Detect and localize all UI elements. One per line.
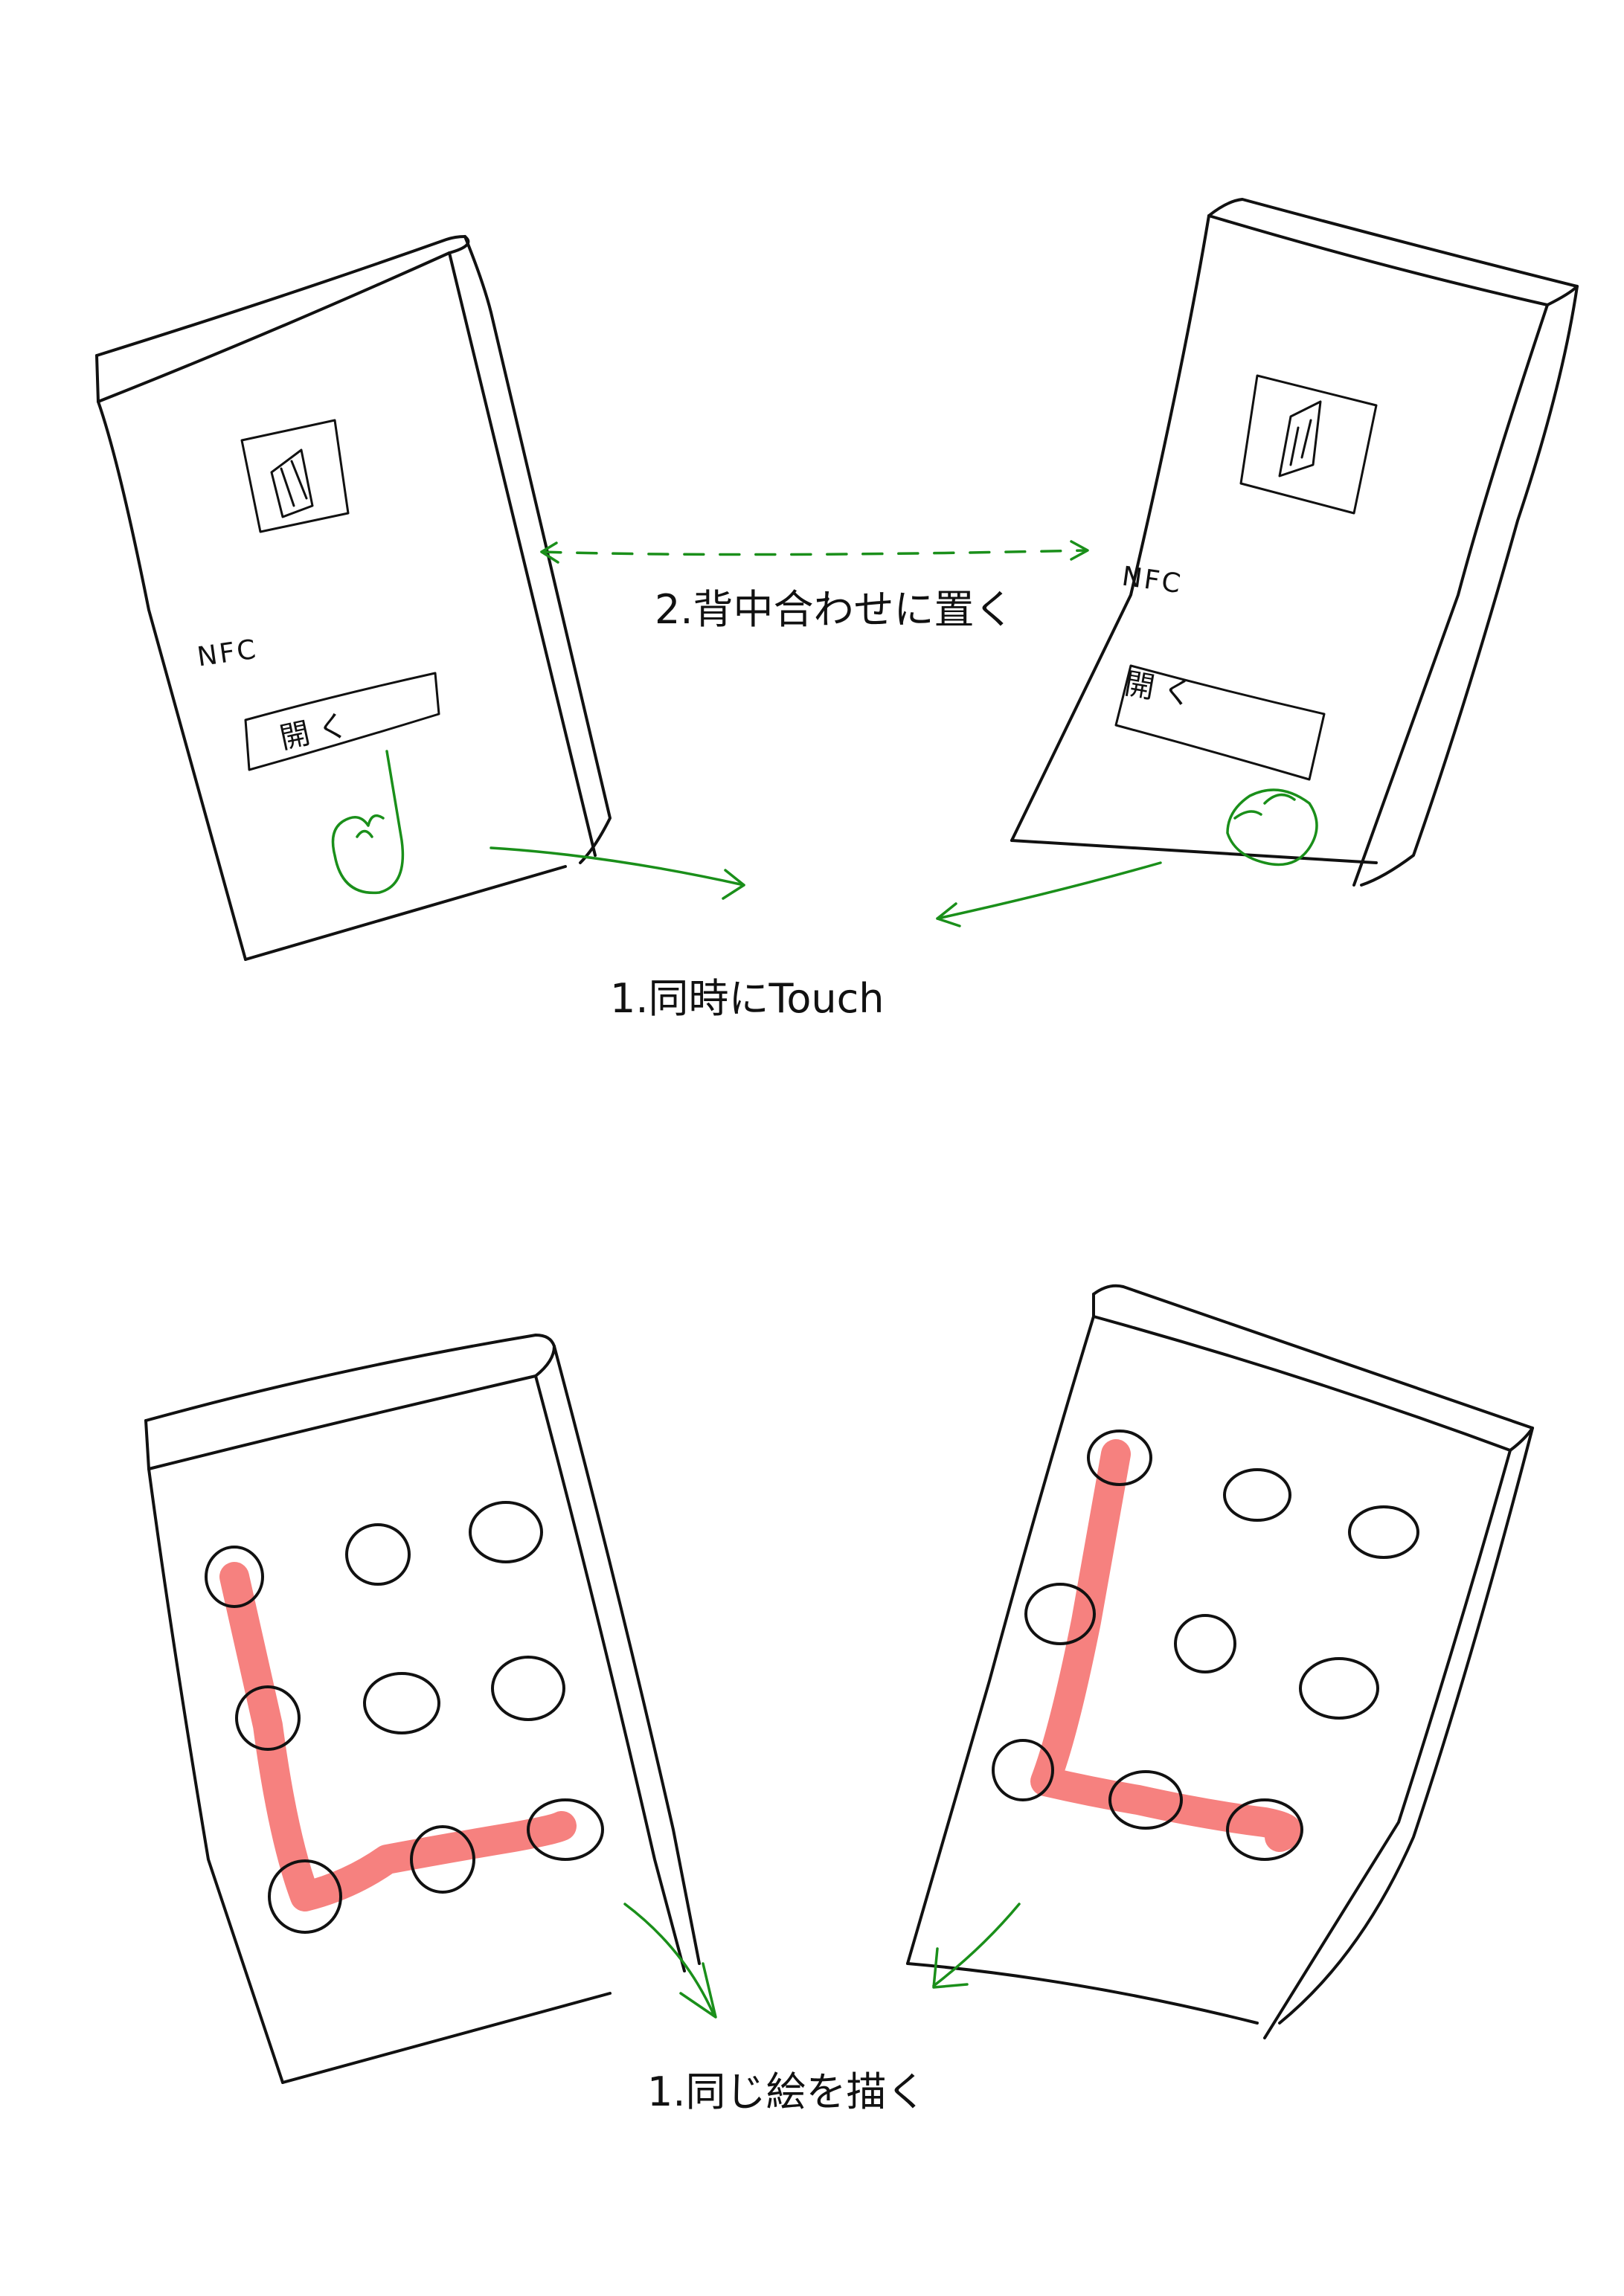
open-button-right-outline xyxy=(1114,664,1326,781)
nfc-box-right xyxy=(1239,374,1378,515)
pattern-dots-right xyxy=(992,1430,1419,1861)
pattern-path-left xyxy=(219,1562,577,1911)
back-to-back-arrow xyxy=(540,549,1088,556)
pattern-arrow-right xyxy=(932,1903,1021,1987)
back-to-back-caption: 2.背中合わせに置く xyxy=(655,586,1015,633)
top-left-phone xyxy=(95,235,612,961)
touch-arrow-left xyxy=(490,846,745,887)
hand-right-outline xyxy=(1226,788,1318,866)
nfc-box-left xyxy=(240,419,350,533)
pattern-dots-left xyxy=(205,1501,604,1934)
bottom-left-phone xyxy=(144,1334,701,2084)
touch-arrow-right xyxy=(936,861,1162,920)
touch-caption: 1.同時にTouch xyxy=(610,975,885,1022)
open-button-left-outline xyxy=(244,672,440,771)
pattern-arrow-left xyxy=(623,1903,716,2017)
top-right-phone xyxy=(1010,198,1579,887)
pattern-path-right xyxy=(1030,1439,1303,1852)
draw-pattern-caption: 1.同じ絵を描く xyxy=(647,2068,927,2115)
bottom-right-phone xyxy=(906,1284,1534,2039)
hand-left-outline xyxy=(331,750,405,895)
